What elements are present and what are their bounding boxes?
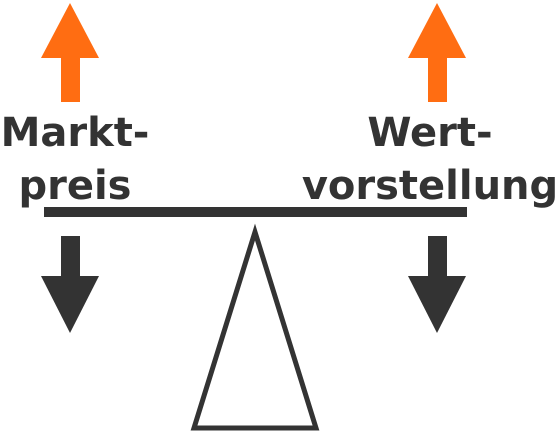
right-up-arrow-head (408, 3, 466, 58)
label-marktpreis-line1: Markt- (0, 110, 150, 156)
label-wertvorstellung-line1: Wert- (367, 110, 493, 156)
left-up-arrow-shaft (61, 56, 80, 102)
label-marktpreis-line2: preis (18, 163, 132, 209)
label-wertvorstellung: Wert- vorstellung (300, 107, 560, 213)
right-up-arrow-icon (408, 3, 466, 102)
label-wertvorstellung-line2: vorstellung (301, 163, 559, 209)
right-down-arrow-shaft (428, 236, 447, 278)
left-up-arrow-head (41, 3, 99, 58)
left-down-arrow-head (41, 276, 99, 333)
left-up-arrow-icon (41, 3, 99, 102)
label-marktpreis: Markt- preis (0, 107, 150, 213)
left-down-arrow-icon (41, 236, 99, 333)
seesaw-fulcrum (190, 223, 320, 431)
right-up-arrow-shaft (428, 56, 447, 102)
right-down-arrow-icon (408, 236, 466, 333)
left-down-arrow-shaft (61, 236, 80, 278)
seesaw-beam (44, 207, 467, 217)
right-down-arrow-head (408, 276, 466, 333)
